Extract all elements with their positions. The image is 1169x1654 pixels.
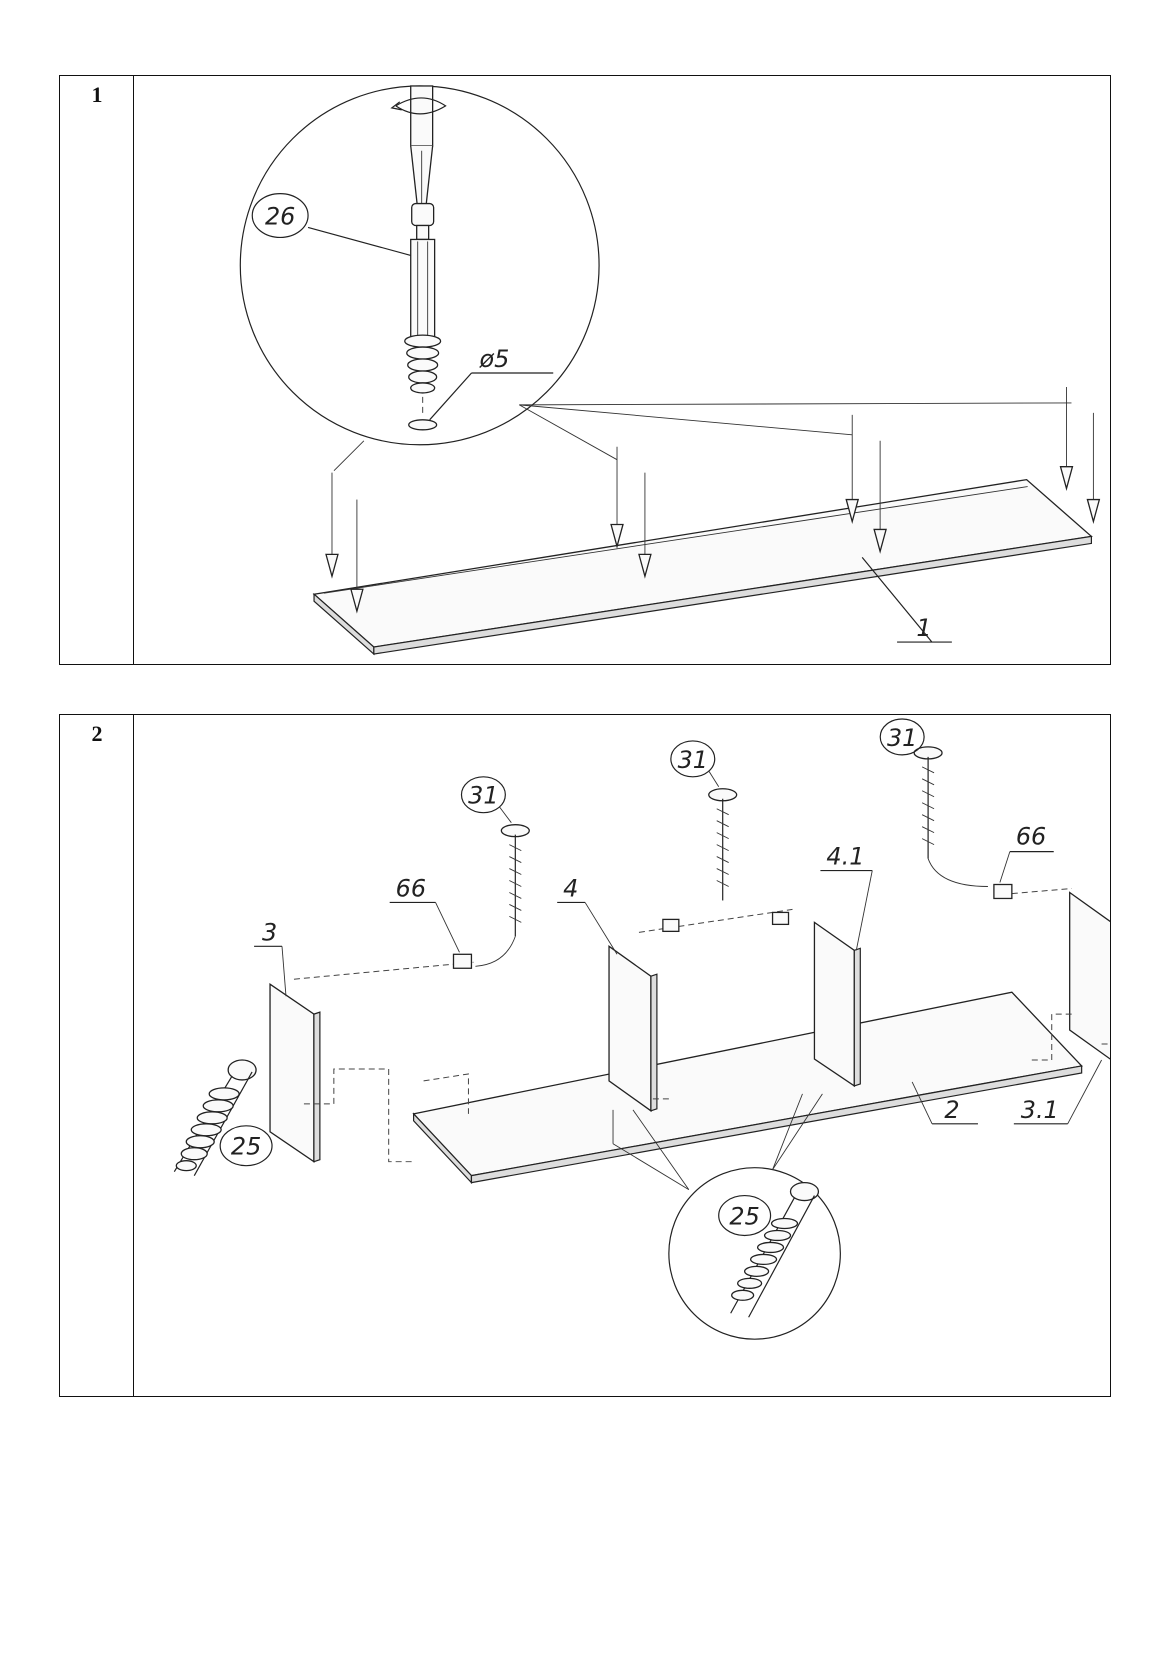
clip-66-icon xyxy=(662,918,680,933)
svg-text:3.1: 3.1 xyxy=(1021,1096,1059,1124)
leader-lines xyxy=(333,402,1072,471)
board-2 xyxy=(412,991,1083,1185)
callout-panel-3-1: 3.1 xyxy=(1013,1059,1102,1125)
confirmat-screw-icon xyxy=(173,1059,257,1176)
svg-text:4.1: 4.1 xyxy=(826,843,864,871)
callout-31-mid: 31 xyxy=(670,740,720,788)
callout-25-left: 25 xyxy=(219,1125,273,1167)
assembly-step-1: 1 xyxy=(59,75,1111,665)
step-2-drawing: 31 31 31 66 66 xyxy=(134,715,1110,1396)
panel-4 xyxy=(608,945,658,1113)
step-number-cell: 1 xyxy=(60,76,134,664)
screwdriver-icon xyxy=(390,85,447,246)
clip-66-icon xyxy=(993,883,1013,900)
callout-25-detail: 25 xyxy=(718,1194,772,1237)
svg-text:66: 66 xyxy=(1016,823,1046,851)
step-1-illustration: 26 ø5 xyxy=(239,85,1101,656)
svg-text:25: 25 xyxy=(231,1133,261,1161)
callout-panel-4-1: 4.1 xyxy=(820,843,873,951)
step-number-cell: 2 xyxy=(60,715,134,1396)
callout-66-right: 66 xyxy=(999,823,1054,883)
screw-31-icon xyxy=(913,746,988,887)
detail-circle xyxy=(612,1093,841,1340)
clip-66-icon xyxy=(452,953,473,969)
screw-31-icon xyxy=(475,824,530,967)
callout-31-left: 31 xyxy=(460,776,512,823)
cam-bolt-icon xyxy=(404,202,442,431)
svg-text:ø5: ø5 xyxy=(478,345,509,373)
step-1-drawing: 26 ø5 xyxy=(134,76,1110,664)
panel-3 xyxy=(269,982,321,1163)
screw-31-icon xyxy=(708,788,738,901)
confirmat-screw-detail-icon xyxy=(730,1181,820,1318)
board-1 xyxy=(312,478,1093,656)
callout-31-right: 31 xyxy=(879,718,925,756)
svg-text:66: 66 xyxy=(396,874,426,902)
svg-text:1: 1 xyxy=(916,614,931,642)
svg-text:26: 26 xyxy=(265,202,295,230)
svg-text:2: 2 xyxy=(944,1096,959,1124)
fitting-arrows xyxy=(325,386,1101,614)
callout-panel-4: 4 xyxy=(557,874,618,955)
panel-4-1 xyxy=(813,921,861,1088)
assembly-step-2: 2 xyxy=(59,714,1111,1397)
step-number: 1 xyxy=(91,82,103,107)
step-2-illustration: 31 31 31 66 66 xyxy=(173,718,1110,1340)
callout-panel-3: 3 xyxy=(254,918,287,997)
callout-board-2: 2 xyxy=(911,1081,978,1125)
callout-66-left: 66 xyxy=(389,874,460,953)
svg-text:31: 31 xyxy=(678,746,708,774)
svg-text:31: 31 xyxy=(887,724,917,752)
svg-text:3: 3 xyxy=(262,918,277,946)
svg-text:25: 25 xyxy=(729,1203,759,1231)
svg-text:31: 31 xyxy=(468,782,498,810)
svg-text:4: 4 xyxy=(563,874,578,902)
step-number: 2 xyxy=(91,721,103,746)
callout-26: 26 xyxy=(251,193,411,256)
panel-3-1 xyxy=(1069,891,1110,1060)
clip-66-icon xyxy=(771,911,790,926)
callout-hole-diameter: ø5 xyxy=(429,345,554,421)
callout-board-1: 1 xyxy=(861,556,952,643)
